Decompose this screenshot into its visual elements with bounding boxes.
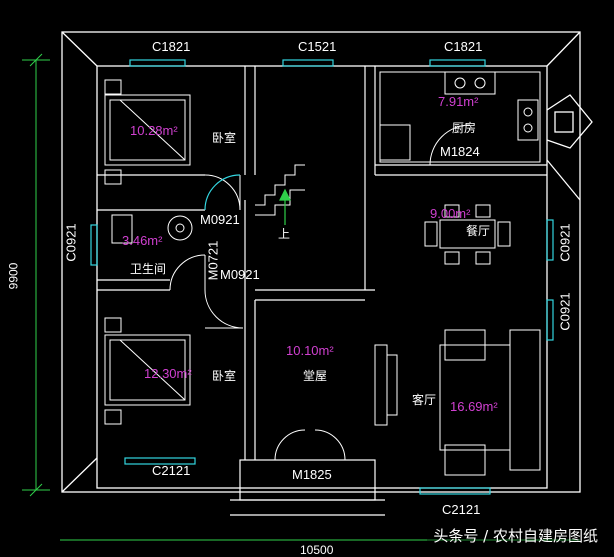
bed-lower [104, 317, 191, 425]
area-hall: 10.10m² [286, 343, 334, 358]
door-swings-cyan [204, 174, 241, 211]
room-name-kitchen: 厨房 [452, 121, 477, 135]
window-label-top-left: C1821 [152, 39, 191, 54]
room-name-hall: 堂屋 [303, 369, 328, 383]
stair-up-label: 上 [278, 227, 291, 241]
area-bedroom-upper: 10.28m² [130, 123, 178, 138]
area-living: 16.69m² [450, 399, 498, 414]
room-name-bathroom: 卫生间 [130, 262, 167, 276]
window-label-bottom-right: C2121 [442, 502, 481, 517]
area-bathroom: 3.46m² [122, 233, 163, 248]
window-label-right-lower: C0921 [557, 292, 573, 331]
living-furniture [374, 329, 541, 476]
door-label-bathroom: M0721 [205, 240, 221, 281]
dining-set [424, 204, 511, 265]
watermark: 头条号 / 农村自建房图纸 [427, 522, 604, 549]
door-label-bedroom-lower: M0921 [220, 267, 260, 282]
door-label-main-entrance: M1825 [292, 467, 332, 482]
area-kitchen: 7.91m² [438, 94, 479, 109]
window-label-top-middle: C1521 [298, 39, 337, 54]
doors [169, 124, 471, 461]
staircase [255, 164, 305, 216]
room-name-living: 客厅 [412, 393, 437, 407]
room-name-bedroom-lower: 卧室 [212, 369, 237, 383]
dimension-lines [22, 53, 580, 541]
dimension-height: 9900 [6, 262, 21, 290]
window-label-bottom-left: C2121 [152, 463, 191, 478]
window-label-left: C0921 [63, 223, 79, 262]
room-name-dining: 餐厅 [466, 224, 491, 238]
window-label-top-right: C1821 [444, 39, 483, 54]
windows [90, 59, 554, 495]
room-name-bedroom-upper: 卧室 [212, 131, 237, 145]
area-bedroom-lower: 12.30m² [144, 366, 192, 381]
window-label-right-upper: C0921 [557, 223, 573, 262]
stair-arrow [279, 188, 291, 225]
kitchen-fixtures [379, 71, 541, 163]
bed-upper [104, 79, 191, 185]
bathroom-fixtures [111, 214, 193, 244]
door-label-kitchen: M1824 [440, 144, 480, 159]
area-dining: 9.00m² [430, 206, 471, 221]
outer-walls [61, 31, 593, 493]
dimension-width: 10500 [300, 543, 334, 557]
door-label-bedroom-upper: M0921 [200, 212, 240, 227]
inner-walls [97, 66, 547, 516]
